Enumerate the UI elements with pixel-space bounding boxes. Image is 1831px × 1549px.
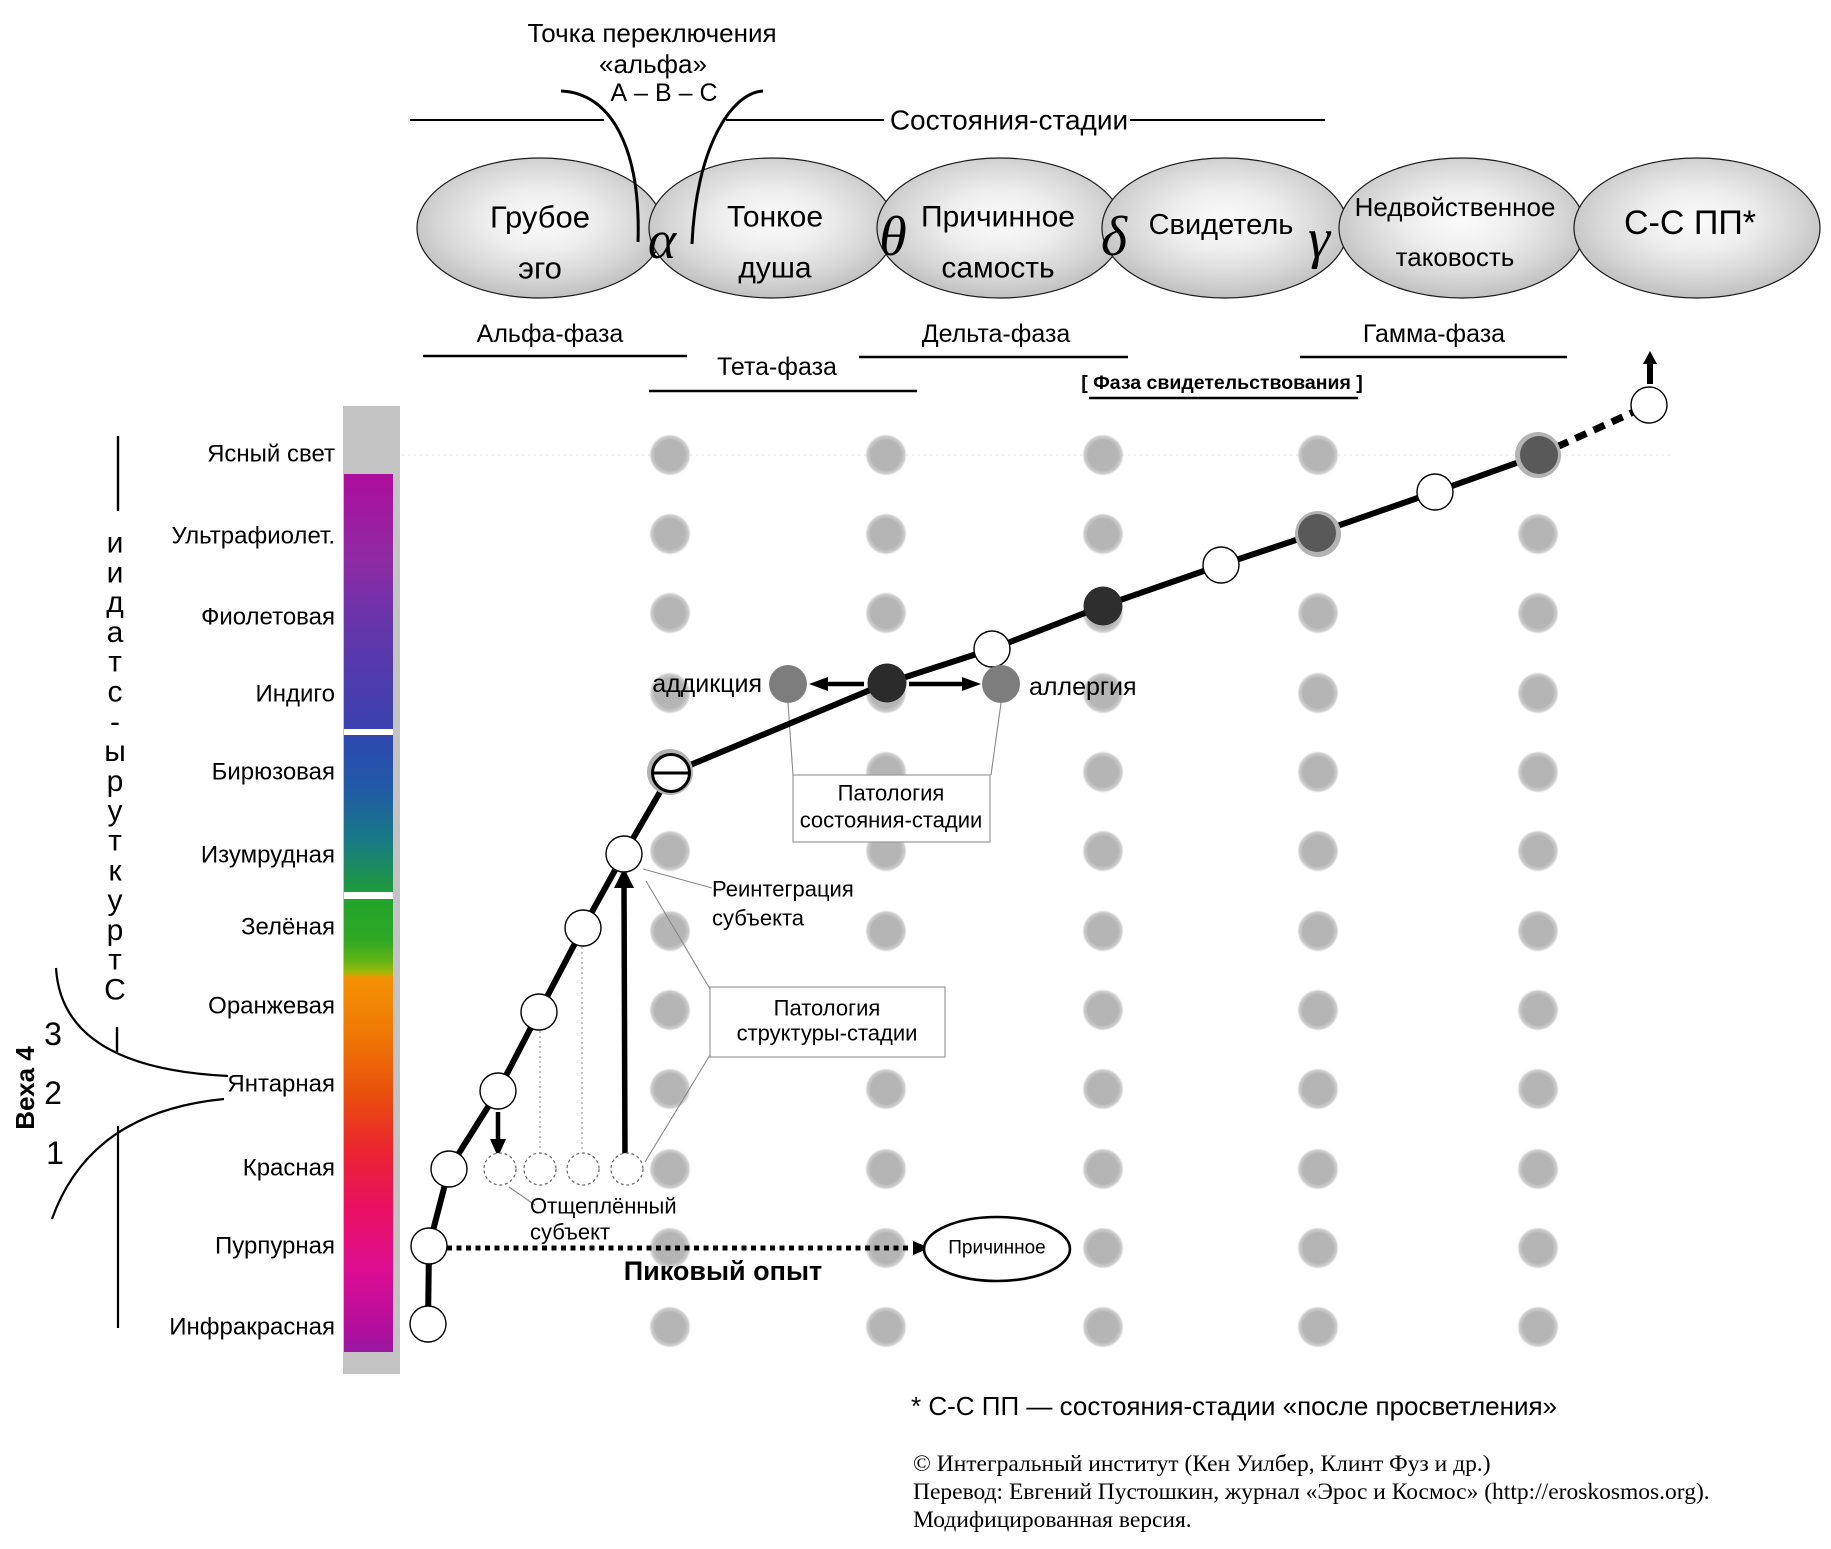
svg-text:Ультрафиолет.: Ультрафиолет. bbox=[172, 523, 336, 550]
svg-text:Дельта-фаза: Дельта-фаза bbox=[922, 320, 1071, 348]
svg-text:а: а bbox=[107, 616, 124, 649]
svg-text:структуры-стадии: структуры-стадии bbox=[737, 1021, 918, 1046]
svg-text:состояния-стадии: состояния-стадии bbox=[800, 808, 983, 833]
svg-text:-: - bbox=[110, 705, 120, 738]
svg-text:Недвойственное: Недвойственное bbox=[1355, 192, 1556, 222]
svg-text:Отщеплённый: Отщеплённый bbox=[530, 1194, 677, 1219]
svg-text:у: у bbox=[108, 795, 123, 828]
svg-text:Модифицированная версия.: Модифицированная версия. bbox=[913, 1507, 1192, 1533]
svg-text:душа: душа bbox=[738, 252, 812, 285]
svg-text:с: с bbox=[108, 676, 123, 709]
svg-text:аддикция: аддикция bbox=[652, 670, 762, 698]
svg-text:Патология: Патология bbox=[838, 781, 945, 806]
svg-text:Изумрудная: Изумрудная bbox=[201, 842, 335, 869]
svg-text:* С-С ПП — состояния-стадии «п: * С-С ПП — состояния-стадии «после просв… bbox=[911, 1391, 1557, 1421]
svg-text:Ясный свет: Ясный свет bbox=[207, 441, 335, 468]
svg-text:Перевод: Евгений Пустошкин, жу: Перевод: Евгений Пустошкин, журнал «Эрос… bbox=[913, 1479, 1710, 1505]
svg-text:т: т bbox=[108, 944, 122, 977]
svg-text:Реинтеграция: Реинтеграция bbox=[712, 877, 854, 902]
svg-text:Состояния-стадии: Состояния-стадии bbox=[890, 105, 1128, 136]
svg-text:Фиолетовая: Фиолетовая bbox=[201, 604, 335, 631]
svg-text:и: и bbox=[107, 556, 124, 589]
svg-text:γ: γ bbox=[1308, 208, 1332, 270]
svg-text:Гамма-фаза: Гамма-фаза bbox=[1363, 320, 1505, 348]
svg-text:р: р bbox=[107, 765, 124, 798]
svg-text:Янтарная: Янтарная bbox=[227, 1071, 335, 1098]
svg-text:эго: эго bbox=[518, 251, 562, 286]
svg-text:θ: θ bbox=[879, 206, 907, 268]
svg-text:и: и bbox=[107, 527, 124, 560]
svg-text:Тонкое: Тонкое bbox=[727, 201, 823, 234]
svg-text:Грубое: Грубое bbox=[490, 200, 590, 235]
svg-text:[ Фаза свидетельствования ]: [ Фаза свидетельствования ] bbox=[1081, 372, 1363, 394]
svg-text:р: р bbox=[107, 914, 124, 947]
svg-text:Оранжевая: Оранжевая bbox=[208, 993, 335, 1020]
svg-text:Инфракрасная: Инфракрасная bbox=[169, 1314, 335, 1341]
svg-text:2: 2 bbox=[44, 1075, 62, 1111]
svg-text:Красная: Красная bbox=[243, 1155, 335, 1182]
svg-text:δ: δ bbox=[1101, 206, 1128, 268]
svg-text:у: у bbox=[108, 884, 123, 917]
svg-text:Пиковый опыт: Пиковый опыт bbox=[624, 1256, 823, 1286]
svg-text:Пурпурная: Пурпурная bbox=[215, 1233, 335, 1260]
svg-text:3: 3 bbox=[44, 1016, 62, 1052]
svg-text:ы: ы bbox=[104, 735, 126, 768]
svg-text:«альфа»: «альфа» bbox=[599, 49, 707, 79]
svg-text:С-С ПП*: С-С ПП* bbox=[1624, 204, 1756, 242]
svg-text:субъект: субъект bbox=[530, 1220, 610, 1245]
svg-text:А – В – С: А – В – С bbox=[611, 79, 718, 107]
svg-text:т: т bbox=[108, 825, 122, 858]
svg-text:Индиго: Индиго bbox=[256, 681, 336, 708]
svg-text:С: С bbox=[104, 974, 126, 1007]
svg-text:Веха 4: Веха 4 bbox=[10, 1046, 40, 1130]
svg-text:таковость: таковость bbox=[1396, 242, 1515, 272]
svg-text:Причинное: Причинное bbox=[921, 201, 1075, 234]
svg-text:© Интегральный институт (Кен У: © Интегральный институт (Кен Уилбер, Кли… bbox=[913, 1451, 1491, 1477]
svg-text:Альфа-фаза: Альфа-фаза bbox=[477, 320, 624, 348]
svg-text:α: α bbox=[648, 210, 678, 270]
svg-text:Причинное: Причинное bbox=[948, 1238, 1045, 1259]
svg-text:Бирюзовая: Бирюзовая bbox=[212, 759, 335, 786]
svg-text:т: т bbox=[108, 646, 122, 679]
svg-text:Патология: Патология bbox=[774, 996, 881, 1021]
svg-text:к: к bbox=[108, 854, 122, 887]
svg-text:аллергия: аллергия bbox=[1029, 673, 1137, 701]
svg-text:Точка переключения: Точка переключения bbox=[527, 18, 776, 48]
svg-text:Зелёная: Зелёная bbox=[241, 914, 335, 941]
svg-text:1: 1 bbox=[46, 1135, 64, 1171]
svg-text:Свидетель: Свидетель bbox=[1149, 209, 1294, 241]
svg-text:Тета-фаза: Тета-фаза bbox=[717, 353, 837, 381]
svg-text:самость: самость bbox=[941, 252, 1054, 285]
svg-text:д: д bbox=[106, 586, 124, 619]
svg-text:субъекта: субъекта bbox=[712, 906, 805, 931]
